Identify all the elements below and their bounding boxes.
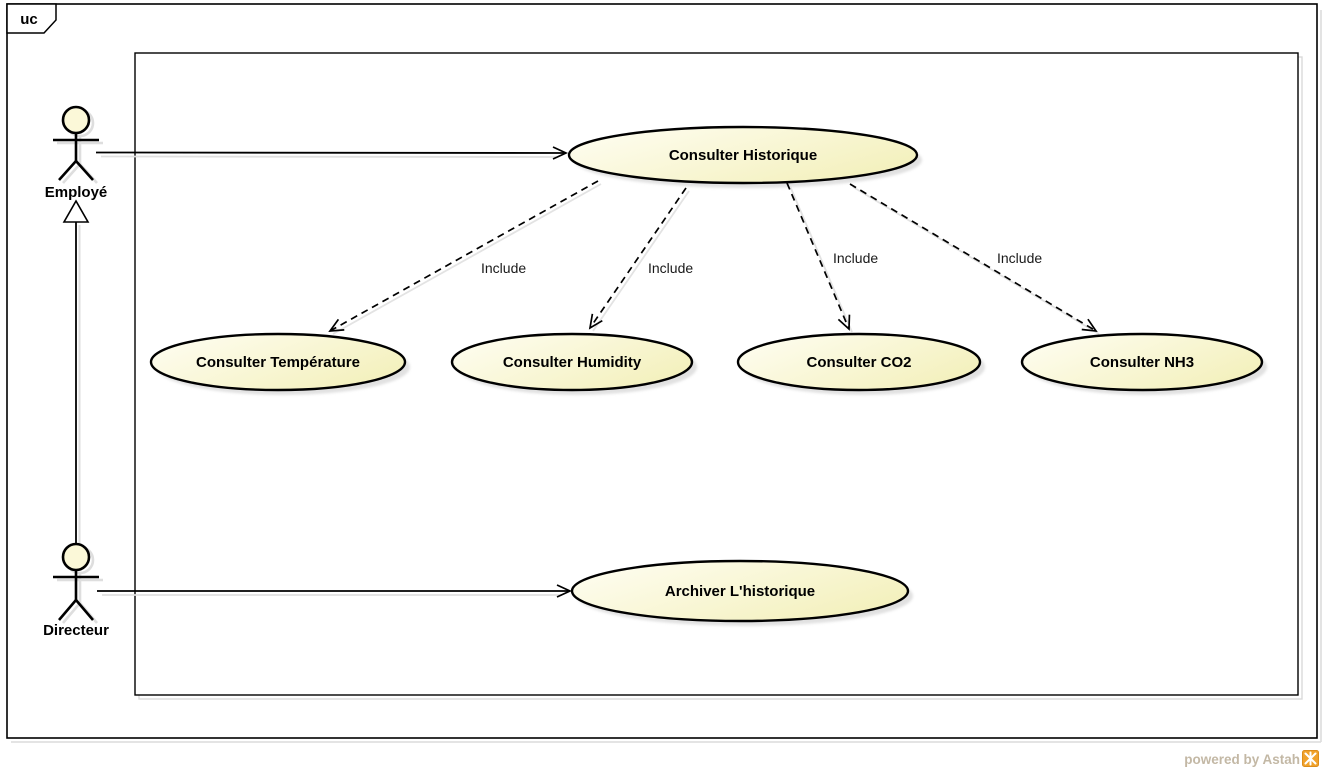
actor-directeur[interactable]: Directeur [43, 542, 109, 639]
usecase-consulter-historique[interactable]: Consulter Historique [567, 125, 922, 188]
usecase-ellipse [570, 559, 910, 623]
usecase-ellipse [567, 125, 919, 185]
generalization-arrowhead [62, 199, 90, 223]
actor-head [61, 542, 91, 572]
include-shadow [592, 190, 690, 332]
usecase-consulter-humidity[interactable]: Consulter Humidity [450, 332, 697, 395]
actor-head [61, 105, 91, 135]
usecase-ellipse [736, 332, 982, 392]
usecase-label: Consulter Historique [669, 147, 817, 164]
include-shadow [852, 186, 1100, 335]
include-arrow-temperature[interactable] [328, 180, 599, 332]
include-arrow-co2[interactable] [786, 182, 851, 331]
include-arrow-humidity[interactable] [588, 187, 687, 330]
include-shadow [332, 183, 602, 335]
usecase-ellipse [1020, 332, 1264, 392]
usecase-consulter-temperature[interactable]: Consulter Température [149, 332, 410, 395]
include-label: Include [997, 250, 1042, 266]
include-label: Include [833, 250, 878, 266]
usecase-label: Consulter Température [196, 354, 360, 371]
actor-body [53, 570, 99, 621]
usecase-consulter-co2[interactable]: Consulter CO2 [736, 332, 985, 395]
usecase-ellipse [450, 332, 694, 392]
actor-employe-label: Employé [45, 184, 108, 201]
usecase-label: Consulter Humidity [503, 354, 642, 371]
actor-employe[interactable]: Employé [45, 105, 108, 201]
include-label: Include [648, 260, 693, 276]
usecase-consulter-nh3[interactable]: Consulter NH3 [1020, 332, 1267, 395]
include-shadow [789, 185, 853, 333]
actor-directeur-label: Directeur [43, 622, 109, 639]
include-label: Include [481, 260, 526, 276]
frame-tab[interactable] [6, 3, 57, 34]
usecase-ellipse [149, 332, 407, 392]
frame-tag-label: uc [20, 11, 38, 28]
astah-watermark: powered by Astah [1184, 750, 1319, 767]
association-employe-consulter-historique[interactable] [95, 146, 569, 160]
actor-body [53, 133, 99, 181]
usecase-label: Archiver L'historique [665, 583, 815, 600]
usecase-label: Consulter CO2 [806, 354, 911, 371]
astah-logo-icon [1302, 750, 1319, 767]
association-shadow [100, 155, 557, 158]
usecase-archiver-historique[interactable]: Archiver L'historique [570, 559, 913, 626]
include-relations: Include Include Include Include [328, 180, 1100, 335]
usecase-label: Consulter NH3 [1090, 354, 1194, 371]
diagram-frame [6, 3, 1318, 739]
watermark-label: powered by Astah [1184, 752, 1300, 767]
